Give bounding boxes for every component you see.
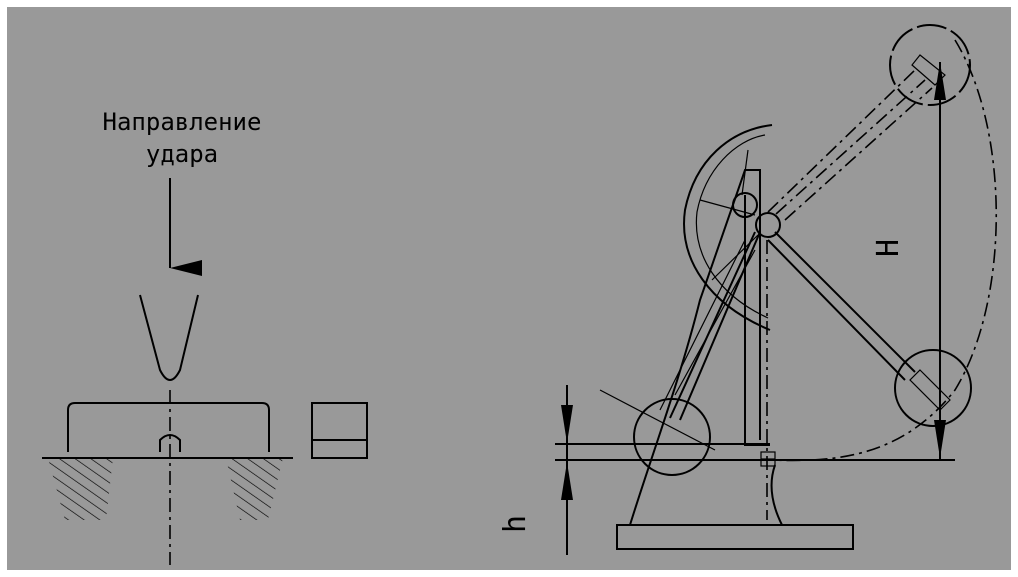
height-h-arrow-top — [561, 405, 573, 443]
pivot-main — [755, 212, 781, 238]
height-H-arrow-top — [934, 62, 946, 100]
hammer-top-position — [889, 24, 971, 106]
left-support — [48, 458, 113, 520]
height-h-arrow-bottom — [561, 462, 573, 500]
specimen-cross-section — [311, 402, 368, 459]
hammer-low-position — [633, 398, 711, 476]
pendulum-arm-low — [669, 231, 761, 421]
hammer-low-axis — [599, 389, 716, 451]
scale-arc-inner — [695, 134, 769, 319]
pendulum-arm-mid — [767, 231, 916, 381]
height-H-arrow-bottom — [934, 420, 946, 458]
machine-base — [616, 524, 854, 550]
scale-arc — [683, 124, 773, 331]
impact-direction-label-line2: удара — [146, 140, 218, 168]
pendulum-machine: H h — [498, 24, 998, 555]
scale-spoke-1 — [699, 199, 756, 216]
height-h-label: h — [498, 515, 533, 533]
pivot-upper — [732, 192, 758, 218]
hammer-mid-position — [894, 349, 972, 427]
specimen-setup: Направление удара — [42, 108, 368, 565]
scale-spoke-3 — [741, 149, 749, 196]
right-support — [226, 458, 283, 520]
hammer-top-blade — [911, 54, 946, 86]
impact-direction-label-line1: Направление — [103, 108, 262, 136]
height-H-label: H — [871, 239, 906, 257]
pendulum-arm-raised — [767, 69, 933, 221]
diagram-background — [7, 7, 1011, 570]
striker-knife — [139, 294, 199, 381]
